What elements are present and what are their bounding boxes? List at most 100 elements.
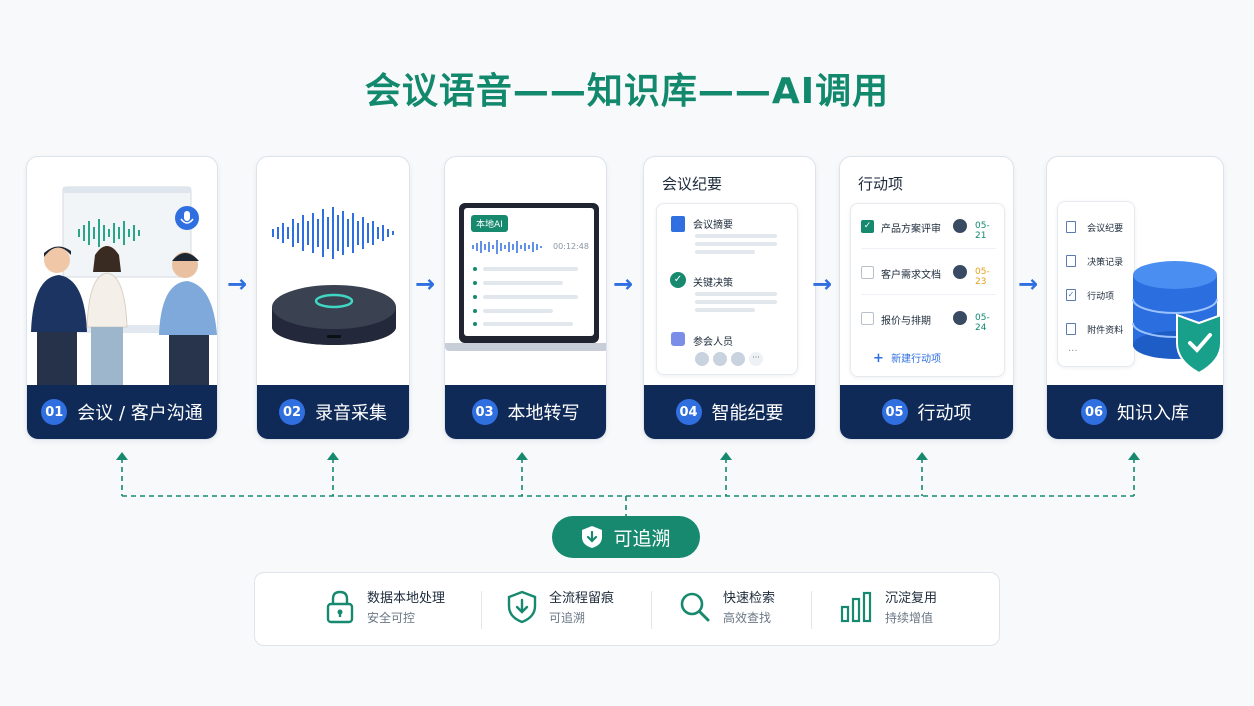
feature-subtitle: 安全可控	[367, 611, 416, 625]
step-card-minutes: 会议纪要 会议摘要 ✓ 关键决策 参会人员 ··· 04 智能纪要	[643, 156, 816, 440]
bar-chart-icon	[840, 591, 872, 622]
step-label: 本地转写	[507, 403, 580, 424]
laptop-illustration: 本地AI 00:12:48	[445, 157, 606, 385]
step-card-knowledge: 会议纪要 决策记录 ✓ 行动项 附件资料 ···	[1046, 156, 1224, 440]
step-number: 03	[471, 399, 498, 425]
meeting-illustration	[27, 157, 217, 387]
step-label: 行动项	[917, 403, 972, 424]
actions-panel: ✓ 产品方案评审 05-21 客户需求文档 05-23 报价与排期 05-24 …	[850, 203, 1005, 377]
shield-download-icon	[582, 526, 603, 548]
step-number: 06	[1081, 399, 1107, 425]
minutes-panel: 会议摘要 ✓ 关键决策 参会人员 ···	[656, 203, 798, 375]
doc-item[interactable]: ✓ 行动项	[1066, 284, 1114, 303]
step-card-actions: 行动项 ✓ 产品方案评审 05-21 客户需求文档 05-23 报价与排期 05…	[839, 156, 1014, 440]
more-avatars: ···	[749, 352, 763, 366]
feature-title: 全流程留痕	[549, 591, 615, 606]
divider	[811, 591, 812, 629]
doc-label: 附件资料	[1087, 326, 1124, 336]
traceable-label: 可追溯	[613, 527, 671, 550]
action-item[interactable]: 客户需求文档 05-23	[861, 264, 1001, 287]
action-item[interactable]: 报价与排期 05-24	[861, 310, 1001, 333]
step-band: 01 会议 / 客户沟通	[27, 385, 217, 439]
trace-connector	[116, 452, 1140, 516]
checklist-icon: ✓	[1066, 288, 1076, 301]
feature-subtitle: 高效查找	[723, 611, 772, 625]
feature-item: 数据本地处理 安全可控	[325, 587, 445, 626]
feature-strip: 数据本地处理 安全可控 全流程留痕 可追溯 快速检索 高效查找	[254, 572, 1000, 646]
divider	[651, 591, 652, 629]
step-label: 知识入库	[1117, 403, 1189, 424]
avatar	[695, 352, 709, 366]
new-action-button[interactable]: + 新建行动项	[873, 350, 941, 366]
database-icon	[1132, 261, 1222, 375]
checkbox-checked-icon[interactable]: ✓	[861, 220, 874, 233]
action-label: 报价与排期	[881, 316, 931, 327]
step-label: 智能纪要	[711, 403, 784, 424]
new-action-label: 新建行动项	[891, 354, 942, 365]
step-band: 05 行动项	[840, 385, 1013, 439]
user-icon	[671, 332, 685, 346]
step-band: 06 知识入库	[1047, 385, 1223, 439]
shield-download-icon	[507, 590, 537, 623]
doc-label: 会议纪要	[1087, 224, 1124, 234]
action-date: 05-21	[975, 221, 990, 241]
lock-icon	[326, 590, 354, 623]
step-card-transcribe: 本地AI 00:12:48 03 本地转写	[444, 156, 607, 440]
doc-label: 行动项	[1087, 292, 1115, 302]
avatar	[713, 352, 727, 366]
arrow-right-icon: →	[227, 270, 248, 298]
doc-item[interactable]: 决策记录	[1066, 250, 1123, 269]
action-label: 客户需求文档	[881, 270, 941, 281]
checkbox-icon[interactable]	[861, 312, 874, 325]
feature-item: 快速检索 高效查找	[679, 587, 775, 626]
avatar	[953, 219, 967, 233]
feature-subtitle: 可追溯	[549, 611, 586, 625]
step-number: 05	[881, 399, 908, 425]
feature-title: 数据本地处理	[367, 591, 446, 606]
arrow-right-icon: →	[812, 270, 833, 298]
feature-item: 沉淀复用 持续增值	[839, 587, 937, 626]
step-label: 会议 / 客户沟通	[77, 403, 203, 424]
step-number: 02	[279, 399, 305, 425]
document-icon	[1066, 254, 1076, 267]
checkbox-icon[interactable]	[861, 266, 874, 279]
avatar	[953, 311, 967, 325]
document-icon	[671, 216, 685, 232]
section-label: 会议摘要	[693, 220, 733, 231]
step-card-meeting: 01 会议 / 客户沟通	[26, 156, 218, 440]
waveform-icon	[472, 240, 542, 254]
document-icon	[1066, 322, 1076, 335]
divider	[481, 591, 482, 629]
feature-item: 全流程留痕 可追溯	[507, 587, 614, 626]
step-number: 01	[41, 399, 68, 425]
step-band: 03 本地转写	[445, 385, 606, 439]
action-item[interactable]: ✓ 产品方案评审 05-21	[861, 218, 1001, 241]
more-icon: ···	[1068, 346, 1078, 357]
doc-item[interactable]: 附件资料	[1066, 318, 1123, 337]
avatar	[953, 265, 967, 279]
step-band: 02 录音采集	[257, 385, 409, 439]
feature-subtitle: 持续增值	[885, 611, 934, 625]
avatar	[731, 352, 745, 366]
action-label: 产品方案评审	[881, 224, 941, 235]
action-date: 05-23	[975, 267, 990, 287]
doc-label: 决策记录	[1087, 258, 1124, 268]
step-label: 录音采集	[315, 403, 387, 424]
panel-title: 行动项	[858, 175, 904, 193]
section-label: 关键决策	[693, 278, 733, 289]
ai-badge: 本地AI	[471, 215, 508, 232]
step-card-recording: 02 录音采集	[256, 156, 410, 440]
doc-item[interactable]: 会议纪要	[1066, 216, 1123, 235]
check-circle-icon: ✓	[670, 272, 686, 288]
traceable-badge: 可追溯	[552, 516, 700, 558]
search-icon	[680, 592, 710, 621]
arrow-right-icon: →	[415, 270, 436, 298]
arrow-right-icon: →	[613, 270, 634, 298]
action-date: 05-24	[975, 313, 990, 333]
step-number: 04	[675, 399, 702, 425]
panel-title: 会议纪要	[662, 175, 723, 193]
feature-title: 沉淀复用	[885, 591, 938, 606]
doc-list-panel: 会议纪要 决策记录 ✓ 行动项 附件资料 ···	[1057, 201, 1135, 367]
section-label: 参会人员	[693, 337, 733, 348]
plus-icon: +	[873, 351, 884, 366]
